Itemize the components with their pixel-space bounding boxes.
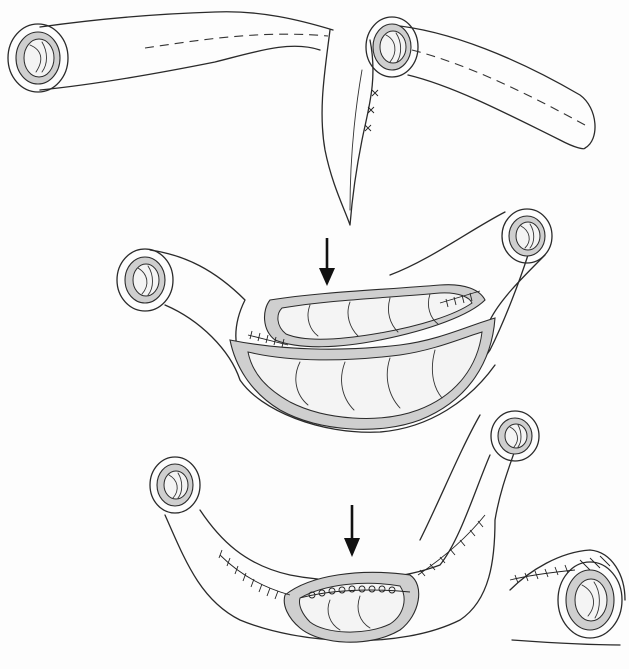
step-3-completed-anastomosis [150, 411, 539, 642]
cross-section-detail [510, 550, 625, 645]
anastomosis-pouch [284, 572, 418, 642]
bottom-bowel-inner [200, 455, 490, 580]
middle-left-open-end [117, 249, 173, 311]
bottom-right-open-end [491, 411, 539, 461]
down-arrow-1 [319, 238, 335, 286]
bottom-bowel-upper-limb [420, 415, 480, 540]
mesentery-wedge [322, 30, 373, 225]
middle-right-open-end [502, 209, 552, 263]
right-limb-dashed-line [412, 50, 585, 125]
bottom-left-open-end [150, 457, 200, 513]
right-limb-outline [390, 25, 595, 149]
step-2-antimesenteric-incision [117, 209, 552, 432]
left-limb-outline [40, 12, 333, 90]
detail-open-end [558, 562, 622, 638]
down-arrow-2 [344, 505, 360, 557]
left-limb-open-end [8, 24, 68, 92]
step-1-transected-bowel-limbs [8, 12, 595, 225]
mesentery-inner-line [350, 70, 362, 210]
wedge-sutures [365, 90, 378, 131]
right-limb-open-end [366, 17, 418, 77]
